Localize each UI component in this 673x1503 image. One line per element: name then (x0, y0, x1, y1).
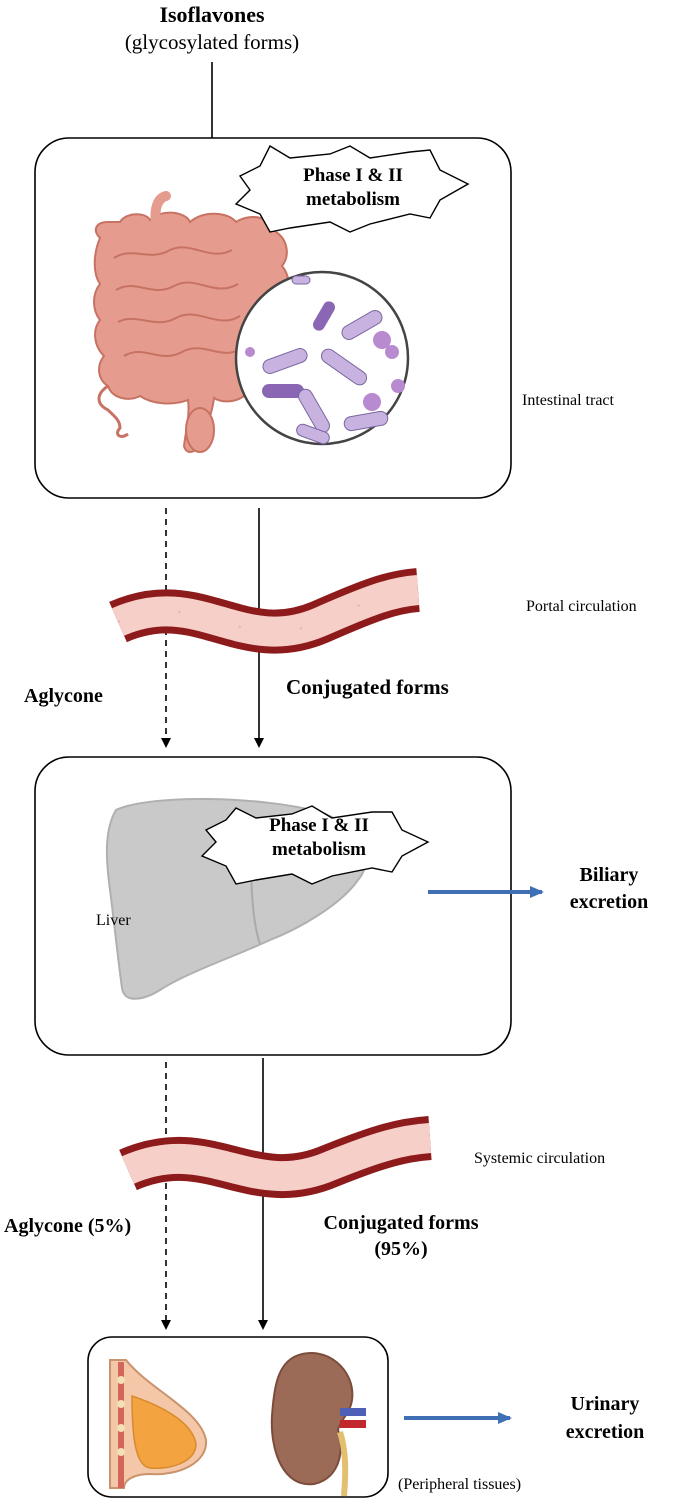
portal-blood-vessel (109, 568, 421, 654)
intestine-illustration (93, 191, 290, 453)
liver-label: Liver (96, 912, 131, 929)
portal-conjugated-label: Conjugated forms (286, 675, 449, 699)
portal-circulation-label: Portal circulation (526, 598, 637, 615)
isoflavones-subtitle: (glycosylated forms) (124, 30, 300, 54)
systemic-circulation-label: Systemic circulation (474, 1150, 606, 1167)
gut-bacteria-magnifier (234, 270, 410, 446)
intestinal-tract-label: Intestinal tract (522, 392, 614, 409)
systemic-aglycone-label: Aglycone (5%) (4, 1215, 132, 1237)
portal-aglycone-label: Aglycone (24, 685, 103, 707)
isoflavones-title: Isoflavones (159, 2, 265, 27)
biliary-excretion-label: Biliary excretion (569, 864, 649, 913)
intestine-metabolism-label: Phase I & II metabolism (303, 165, 403, 210)
kidney-illustration (270, 1352, 366, 1497)
urinary-excretion-label: Urinary excretion (565, 1393, 645, 1443)
peripheral-tissues-label: (Peripheral tissues) (398, 1476, 522, 1493)
liver-metabolism-label: Phase I & II metabolism (269, 815, 369, 860)
systemic-conjugated-label: Conjugated forms (95%) (323, 1212, 479, 1260)
breast-tissue-illustration (109, 1359, 208, 1489)
phase-metabolism-burst-liver (200, 805, 430, 885)
systemic-blood-vessel (119, 1116, 432, 1198)
phase-metabolism-burst-intestine (234, 145, 470, 233)
